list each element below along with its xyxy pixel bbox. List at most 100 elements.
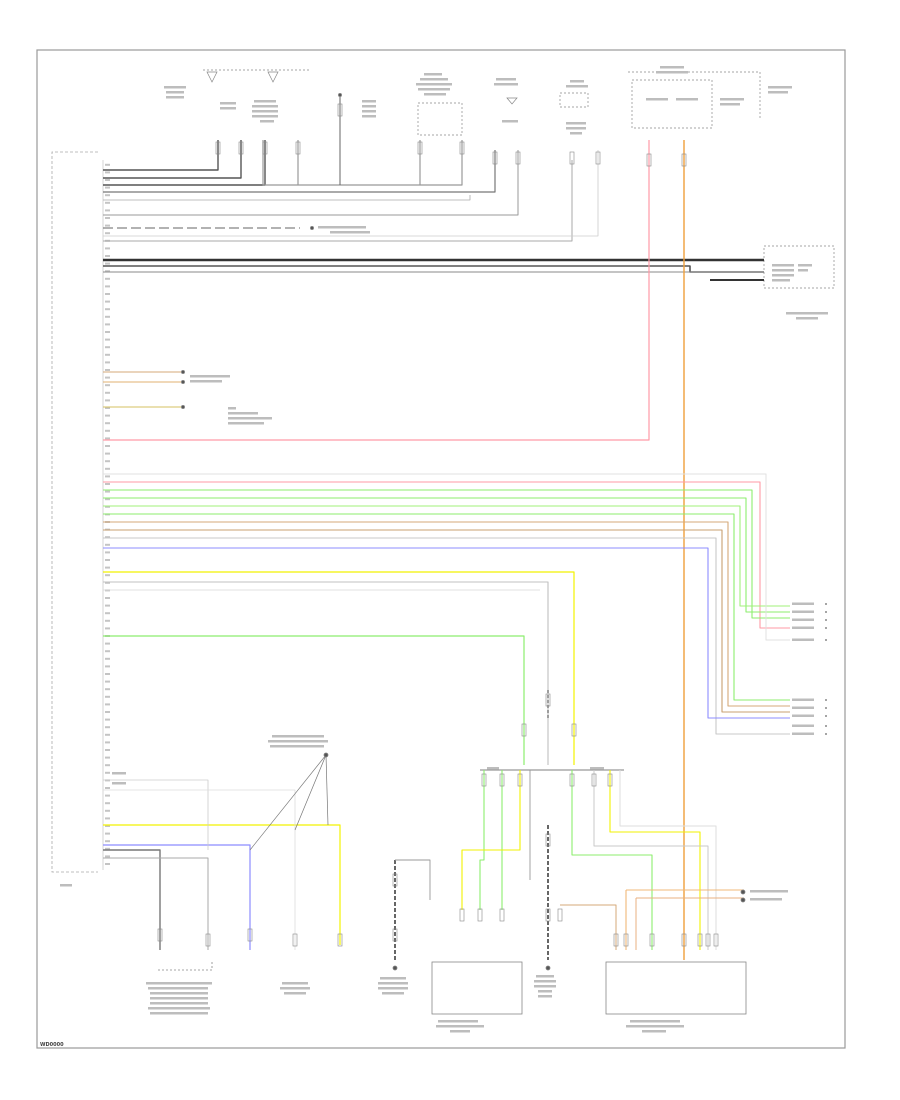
pin-mark: [105, 384, 110, 387]
pin-mark: [105, 688, 110, 691]
pin-mark: [105, 179, 110, 181]
right-pin-mark: [792, 638, 814, 641]
wire-gray-loop: [262, 140, 463, 186]
wire-gray-left-2: [103, 857, 209, 950]
connector-mark: [517, 773, 523, 787]
ground-dot-4: [740, 897, 746, 903]
pin-mark: [105, 718, 110, 721]
pin-mark: [105, 581, 110, 584]
right-pin-mark: [792, 626, 814, 629]
ground-dot-10: [323, 752, 329, 758]
pin-mark: [105, 498, 110, 501]
wire-leader-1: [249, 754, 327, 851]
pin-mark: [105, 764, 110, 767]
wire-green-1: [103, 489, 790, 619]
pin-mark: [105, 224, 110, 227]
pin-mark: [105, 832, 110, 835]
pin-mark: [105, 399, 110, 402]
connector-mark: [646, 153, 652, 167]
pin-mark: [105, 627, 110, 630]
pin-mark: [105, 255, 110, 257]
pin-mark: [105, 422, 110, 425]
right-pin-marks: [792, 602, 827, 735]
pin-mark: [105, 566, 110, 569]
wire-yellow-1: [103, 571, 575, 765]
wire-black-antenna-2: [103, 140, 242, 179]
connector-mark: [681, 933, 687, 947]
pin-mark: [105, 429, 110, 432]
ground-dot-9: [309, 225, 314, 230]
pin-mark: [105, 490, 110, 493]
pin-mark: [105, 475, 110, 478]
connector-mark: [545, 693, 551, 707]
connector-mark: [337, 933, 343, 947]
connector-mark: [392, 928, 398, 942]
connector-mark: [607, 773, 613, 787]
pin-mark: [105, 460, 110, 463]
pin-mark: [105, 163, 110, 166]
module-box-left: [431, 961, 523, 1015]
connector-mark: [492, 151, 498, 165]
pin-mark: [105, 802, 110, 805]
pin-mark: [105, 247, 110, 250]
pin-mark: [105, 794, 110, 797]
pin-mark: [105, 293, 110, 295]
pin-mark: [105, 467, 110, 470]
connector-mark: [595, 151, 601, 165]
bottom-label-marks: [60, 226, 788, 1033]
connector-mark: [697, 933, 703, 947]
connector-mark: [705, 933, 711, 947]
pin-mark: [105, 315, 110, 318]
ground-dot-6: [180, 379, 185, 384]
top-label-marks: [164, 66, 828, 320]
connector-mark: [481, 773, 487, 787]
wire-green-3: [103, 505, 790, 607]
connector-mark: [477, 908, 483, 922]
radio-module-boundary: [51, 151, 98, 873]
pin-mark: [105, 262, 110, 265]
connector-mark: [205, 933, 211, 947]
pin-mark: [105, 680, 110, 683]
ground-dot-2: [545, 965, 551, 971]
connector-mark: [545, 833, 551, 847]
connector-mark: [569, 151, 575, 165]
telephone-bracket: [158, 962, 213, 971]
ground-dot-5: [180, 369, 185, 374]
right-pin-mark: [792, 732, 814, 735]
wire-gray-right: [593, 770, 709, 950]
connector-mark: [392, 873, 398, 887]
wire-black-antenna-1: [103, 140, 219, 171]
wire-leader-2: [294, 754, 327, 831]
diagram-code: WD0000: [40, 1042, 64, 1048]
connector-mark: [292, 933, 298, 947]
right-pin-mark: [792, 602, 814, 605]
right-pin-mark: [792, 714, 814, 717]
wire-red-main: [103, 140, 650, 441]
pin-mark: [105, 726, 110, 729]
pin-mark: [105, 551, 110, 554]
connector-mark: [521, 723, 527, 737]
connector-mark: [623, 933, 629, 947]
pin-mark: [105, 559, 110, 561]
connector-mark: [571, 723, 577, 737]
connector-mark: [613, 933, 619, 947]
pin-mark: [105, 619, 110, 622]
wire-gray-gps-2: [103, 150, 599, 237]
connector-mark: [499, 773, 505, 787]
pin-mark: [105, 589, 110, 592]
connector-mark: [238, 141, 244, 155]
pin-mark: [105, 361, 110, 364]
pin-mark: [105, 787, 110, 789]
wire-gray-loop-left: [395, 859, 431, 900]
ground-dot-7: [180, 404, 185, 409]
connector-marks: [157, 103, 719, 947]
wire-gray-left-3: [103, 779, 209, 850]
pin-mark: [105, 414, 110, 417]
pin-labels: [105, 163, 110, 865]
pin-mark: [105, 650, 110, 653]
ground-dot-8: [337, 93, 342, 98]
pin-mark: [105, 353, 110, 356]
connector-mark: [649, 933, 655, 947]
pin-mark: [105, 277, 110, 280]
